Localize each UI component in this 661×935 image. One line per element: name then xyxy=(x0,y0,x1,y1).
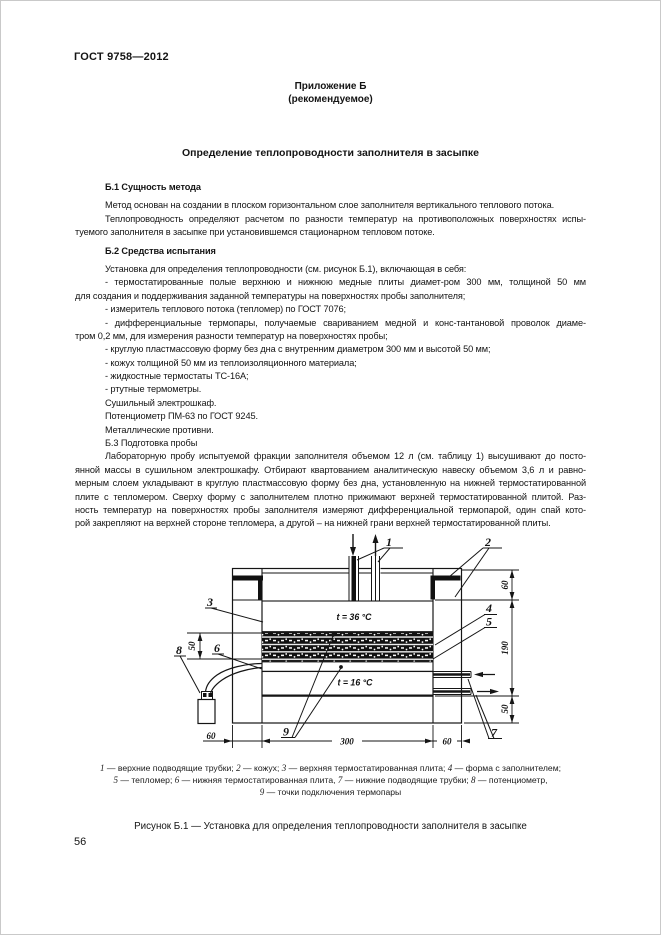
label-8: 8 xyxy=(176,643,182,657)
dim-bottom-right: 60 xyxy=(443,737,453,747)
body-line: для создания и поддерживания заданной те… xyxy=(75,290,466,301)
figure-caption: Рисунок Б.1 — Установка для определения … xyxy=(134,821,527,832)
body-line: ность температур на поверхностях пробы з… xyxy=(75,504,586,515)
dimension-texts: 60 190 50 50 60 300 60 xyxy=(187,580,510,747)
label-2: 2 xyxy=(484,535,491,549)
dim-left-50: 50 xyxy=(187,641,197,651)
legend-line: 5 — тепломер; 6 — нижняя термостатирован… xyxy=(113,775,548,785)
body-line: - дифференциальные термопары, получаемые… xyxy=(105,317,586,328)
body-line: плите с тепломером. Сверху форму с запол… xyxy=(75,491,586,502)
legend-line: 1 — верхние подводящие трубки; 2 — кожух… xyxy=(99,763,562,773)
dim-right-mid: 190 xyxy=(500,641,510,655)
body-line: Метод основан на создании в плоском гори… xyxy=(105,200,555,211)
potentiometer xyxy=(197,691,216,725)
annex-title: Приложение Б xyxy=(294,81,367,92)
body-line: рой закрепляют на верхней стороне теплом… xyxy=(75,518,551,529)
dim-right-bottom: 50 xyxy=(500,704,510,714)
legend-line: 9 — точки подключения термопары xyxy=(259,787,402,797)
body-line: Установка для определения теплопроводнос… xyxy=(105,263,467,274)
label-9: 9 xyxy=(283,725,289,739)
upper-tubes xyxy=(348,534,381,601)
part-leaders xyxy=(174,547,502,739)
body-line: мерным слоем укладывают в круглую пластм… xyxy=(75,478,586,489)
flow-up-arrow xyxy=(372,534,379,556)
body-line: - жидкостные термостаты ТС-16А; xyxy=(105,371,249,382)
body-line: Теплопроводность определяют расчетом по … xyxy=(105,213,586,224)
label-4: 4 xyxy=(485,601,492,615)
body-line: - ртутные термометры. xyxy=(105,384,202,395)
lower-tubes xyxy=(433,671,472,695)
body-line: - круглую пластмассовую форму без дна с … xyxy=(105,344,491,355)
heat-meter-layer xyxy=(261,661,434,672)
part-labels: 1 2 3 4 5 6 7 8 9 xyxy=(176,535,498,740)
upper-plate-temperature: t = 36 °С xyxy=(336,612,372,622)
casing-flanges xyxy=(233,575,461,600)
body-line: - измеритель теплового потока (тепломер)… xyxy=(105,304,346,315)
body-line: - термостатированные полые верхнюю и ниж… xyxy=(105,277,586,288)
body-line: - кожух толщиной 50 мм из теплоизоляцион… xyxy=(105,357,357,368)
standard-designation: ГОСТ 9758—2012 xyxy=(74,51,169,63)
label-6: 6 xyxy=(214,641,220,655)
body-line: Б.3 Подготовка пробы xyxy=(105,438,198,449)
flow-in-arrow xyxy=(474,671,495,678)
body-line: Лабораторную пробу испытуемой фракции за… xyxy=(105,451,586,462)
page-number: 56 xyxy=(74,836,87,848)
dim-bottom-left: 60 xyxy=(207,731,217,741)
thermocouple-points xyxy=(331,633,343,669)
dim-bottom-mid: 300 xyxy=(339,737,354,747)
layer-stack: t = 36 °С t = 16 °С xyxy=(261,600,434,697)
body-line: тром 0,2 мм, для измерения разности темп… xyxy=(75,330,388,341)
flow-down-arrow xyxy=(350,534,356,556)
page-title: Определение теплопроводности заполнителя… xyxy=(182,147,479,159)
dim-right-top: 60 xyxy=(500,580,510,590)
label-1: 1 xyxy=(386,535,392,549)
label-5: 5 xyxy=(486,615,492,629)
body-line: Металлические противни. xyxy=(105,424,214,435)
body-line: Б.1 Сущность метода xyxy=(105,182,201,192)
lower-plate-temperature: t = 16 °С xyxy=(337,678,373,688)
label-7: 7 xyxy=(491,726,498,740)
figure-legend: 1 — верхние подводящие трубки; 2 — кожух… xyxy=(70,762,591,798)
flow-out-arrow xyxy=(477,688,499,695)
body-line: Сушильный электрошкаф. xyxy=(105,397,217,408)
thermocouple-wires xyxy=(204,662,263,695)
aggregate-form-layer xyxy=(262,632,433,662)
body-line: Б.2 Средства испытания xyxy=(105,245,216,256)
annex-subtitle: (рекомендуемое) xyxy=(288,94,373,105)
label-3: 3 xyxy=(206,595,213,609)
body-line: янной массы в сушильном электрошкафу. От… xyxy=(75,464,586,475)
figure-diagram: 60 190 50 50 60 300 60 xyxy=(174,534,519,748)
dimension-arrows xyxy=(197,570,515,744)
annex-heading: Приложение Б (рекомендуемое) xyxy=(0,80,661,106)
body-line: туемого заполнителя в засыпке при устано… xyxy=(75,227,435,238)
body-line: Потенциометр ПМ-63 по ГОСТ 9245. xyxy=(105,411,258,422)
